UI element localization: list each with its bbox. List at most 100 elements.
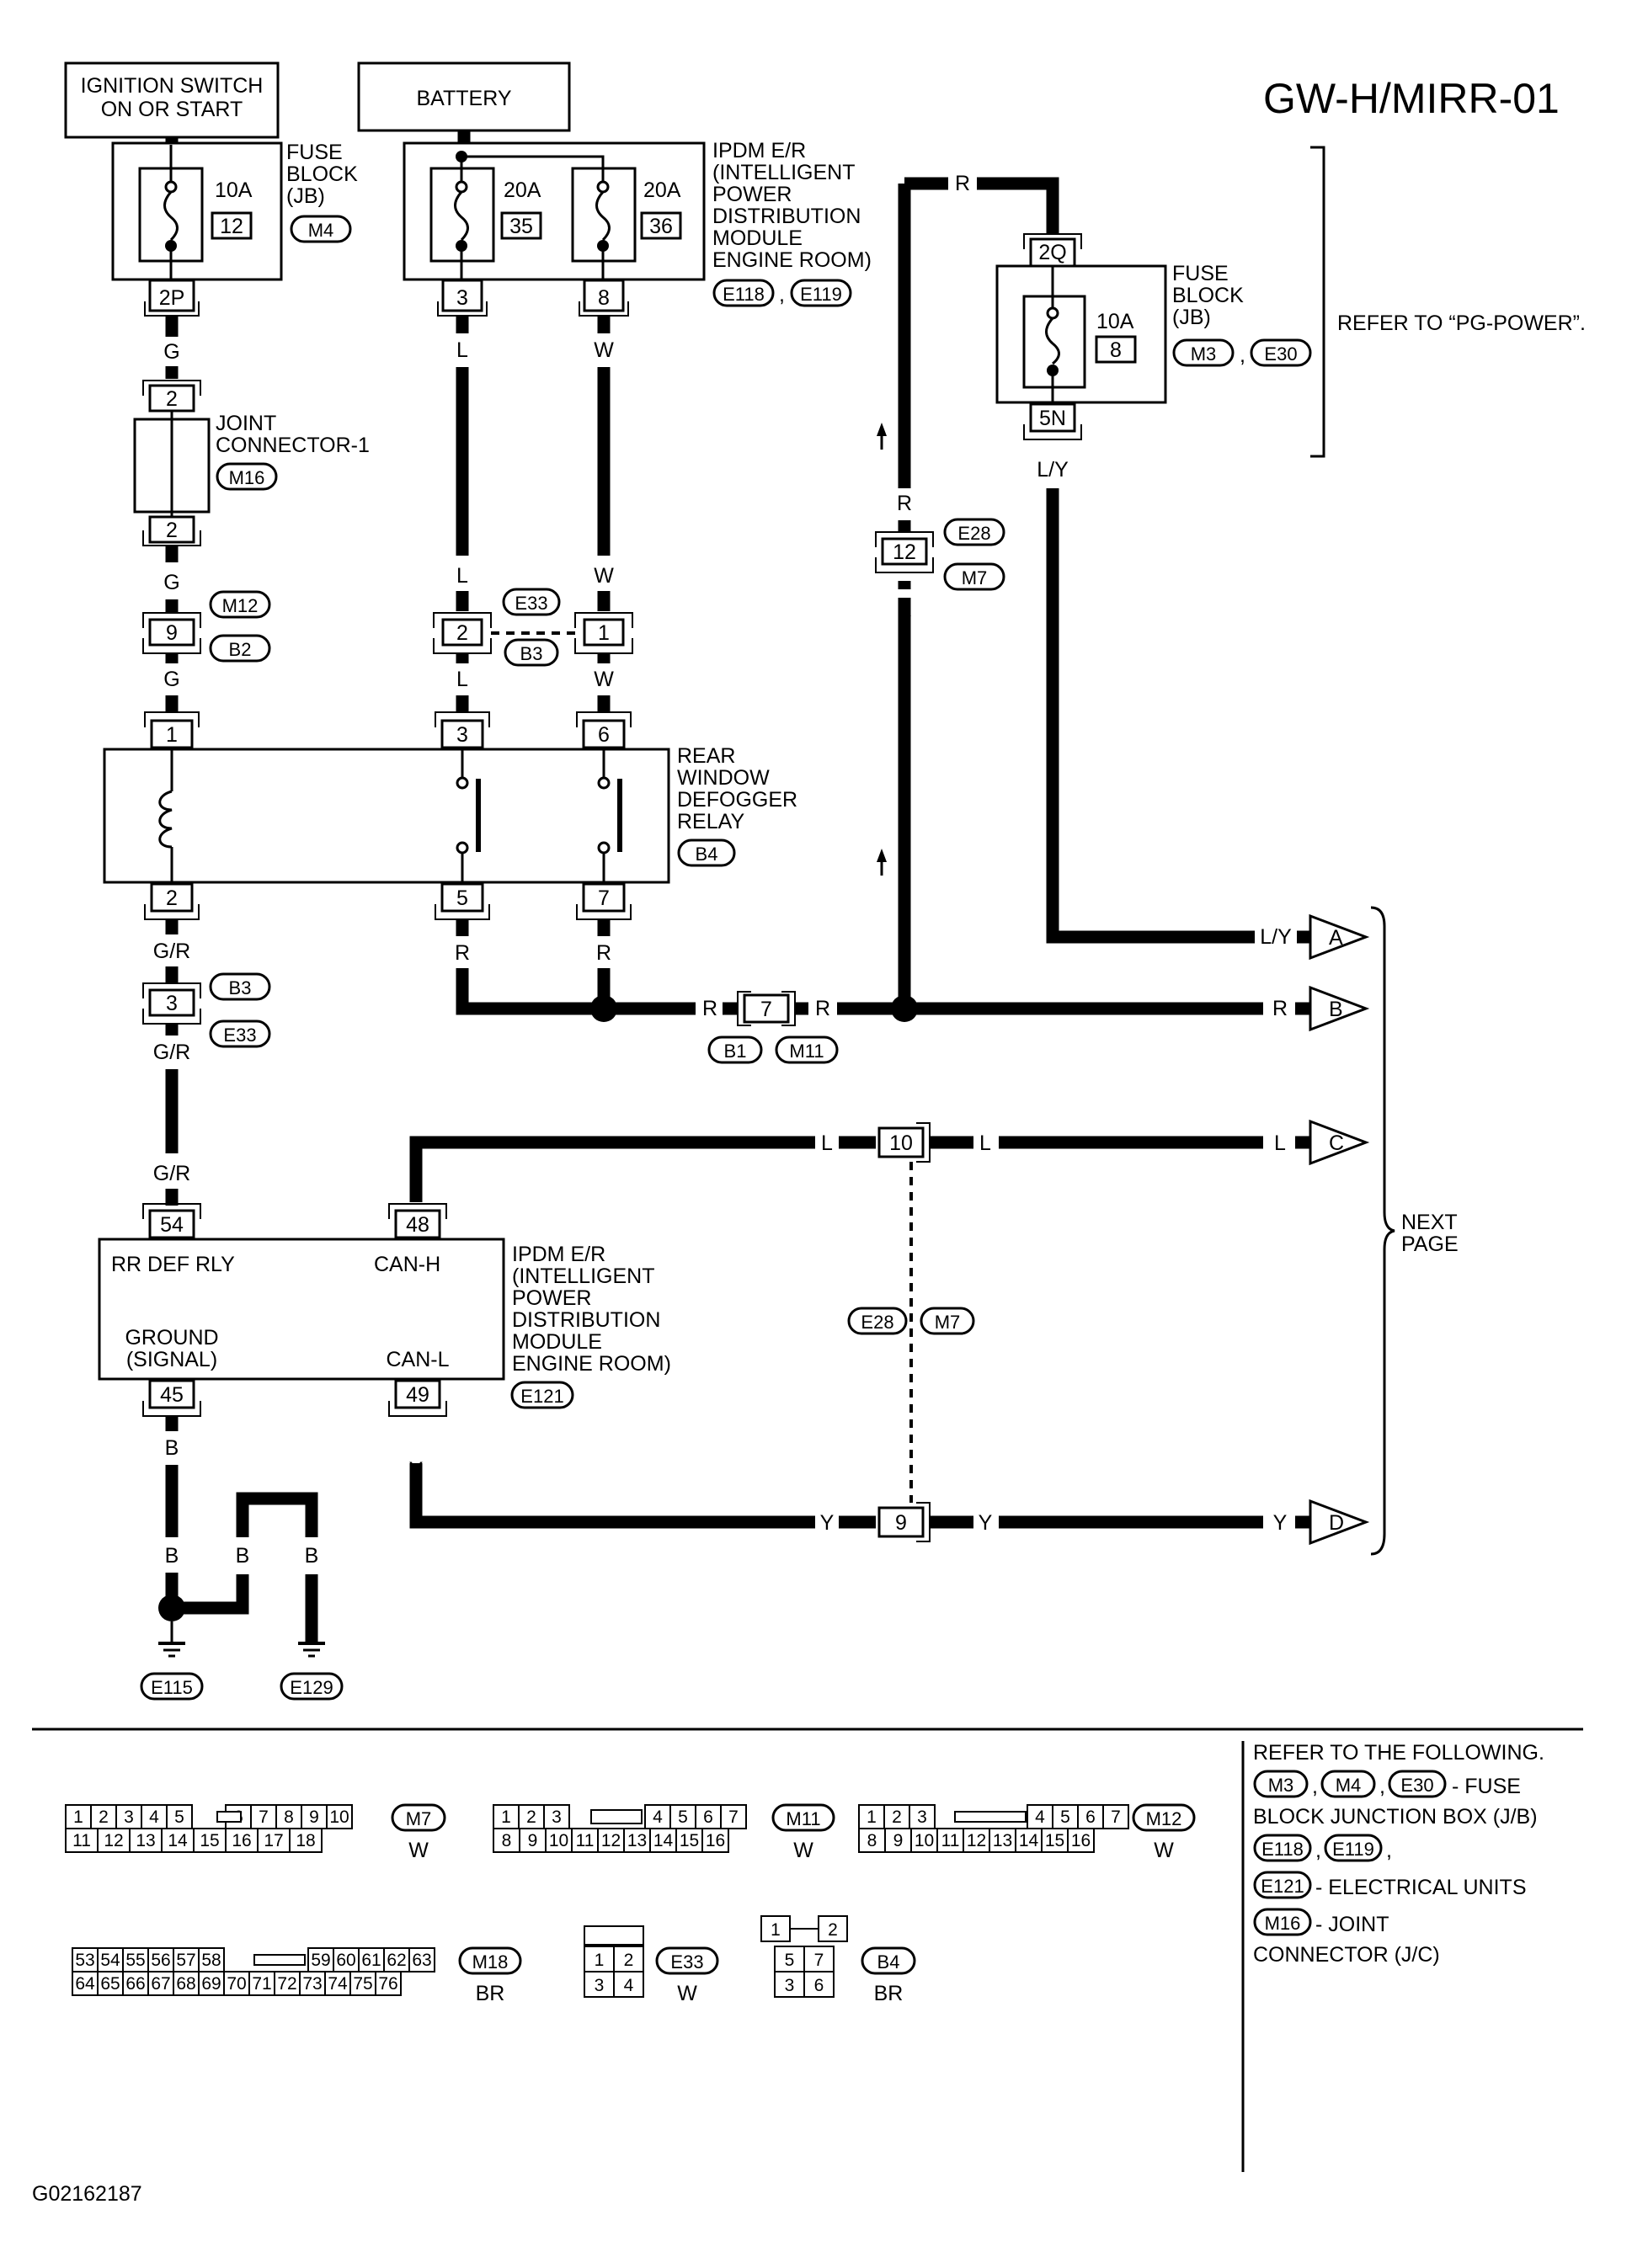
svg-text:B: B — [1329, 998, 1343, 1021]
wire-color-y: Y — [820, 1511, 835, 1535]
m18-tag-label: M18 — [472, 1951, 509, 1973]
m12-pin-12 — [963, 1828, 990, 1853]
svg-text:CONNECTOR-1: CONNECTOR-1 — [216, 434, 370, 457]
wire-color-r: R — [702, 997, 717, 1020]
svg-text:M11: M11 — [789, 1041, 824, 1062]
svg-text:FUSE: FUSE — [286, 141, 343, 164]
m11-pin-5 — [669, 1804, 696, 1829]
m7-pin-label: 9 — [309, 1807, 319, 1827]
rear-window-defogger-relay: 1 3 6 2 5 7 REAR WINDOW DEFOGG — [103, 711, 797, 920]
m18-pin-label: 73 — [302, 1974, 322, 1994]
m18-color: BR — [476, 1982, 505, 2005]
m18-pin-label: 71 — [252, 1974, 271, 1994]
svg-text:E28: E28 — [861, 1312, 893, 1333]
svg-text:E30: E30 — [1400, 1775, 1433, 1796]
wire-color-g: G — [163, 340, 179, 364]
connector-e33-b3: 2 1 E33 B3 — [433, 588, 633, 667]
m11-color: W — [793, 1839, 813, 1862]
m7-pin-18 — [289, 1828, 323, 1853]
connector-b3-e33: 3 B3 E33 — [142, 972, 271, 1048]
svg-text:M7: M7 — [935, 1312, 961, 1333]
wire-color-w: W — [594, 564, 614, 588]
m12-tag-label: M12 — [1146, 1808, 1182, 1829]
output-arrow-a: A — [1309, 913, 1370, 961]
svg-text:POWER: POWER — [712, 183, 792, 206]
m7-pin-5 — [166, 1804, 193, 1829]
m12-pin-label: 12 — [967, 1831, 986, 1850]
e33-pin-label: 1 — [595, 1951, 605, 1970]
svg-text:(JB): (JB) — [286, 184, 325, 208]
wire-color-ly: L/Y — [1037, 458, 1069, 482]
m12-pin-label: 2 — [892, 1807, 902, 1827]
svg-text:E28: E28 — [957, 523, 990, 544]
m18-pin-label: 67 — [151, 1974, 170, 1994]
svg-text:- ELECTRICAL UNITS: - ELECTRICAL UNITS — [1315, 1876, 1527, 1899]
svg-text:,: , — [1312, 1775, 1318, 1798]
svg-text:20A: 20A — [504, 178, 541, 202]
m7-pin-label: 16 — [232, 1831, 251, 1850]
connector-e28-m7-r: 12 E28 M7 — [875, 518, 1005, 591]
refer-power-note: REFER TO “PG-POWER”. — [1337, 311, 1586, 335]
svg-text:7: 7 — [760, 998, 772, 1021]
wire-color-b: B — [165, 1436, 179, 1460]
m11-pin-label: 12 — [601, 1831, 621, 1850]
svg-text:M4: M4 — [308, 220, 334, 241]
page-code: GW-H/MIRR-01 — [1263, 75, 1560, 122]
m11-pin-label: 14 — [653, 1831, 674, 1850]
m18-pin-label: 62 — [387, 1951, 406, 1970]
m7-pin-16 — [225, 1828, 259, 1853]
svg-text:M4: M4 — [1336, 1775, 1362, 1796]
m11-pin-label: 1 — [501, 1807, 511, 1827]
svg-text:E119: E119 — [800, 284, 842, 305]
svg-text:1: 1 — [166, 723, 178, 747]
svg-text:54: 54 — [160, 1213, 184, 1237]
m7-color: W — [408, 1839, 429, 1862]
svg-text:WINDOW: WINDOW — [677, 766, 770, 790]
m7-pin-15 — [193, 1828, 227, 1853]
svg-text:- JOINT: - JOINT — [1315, 1913, 1389, 1936]
svg-text:E118: E118 — [723, 284, 765, 305]
e33-pin-2 — [613, 1946, 644, 1973]
wire-color-l: L — [1274, 1131, 1286, 1155]
svg-text:RELAY: RELAY — [677, 810, 744, 833]
svg-text:M16: M16 — [1265, 1913, 1301, 1934]
svg-text:E115: E115 — [151, 1677, 193, 1698]
svg-text:E121: E121 — [520, 1386, 563, 1407]
m11-pin-label: 3 — [552, 1807, 562, 1827]
m7-pin-label: 13 — [136, 1831, 155, 1850]
svg-text:IGNITION SWITCH: IGNITION SWITCH — [81, 74, 264, 98]
svg-text:CONNECTOR (J/C): CONNECTOR (J/C) — [1253, 1943, 1440, 1967]
svg-text:A: A — [1329, 926, 1343, 950]
m12-pin-9 — [884, 1828, 912, 1853]
m7-pin-label: 8 — [284, 1807, 294, 1827]
svg-text:9: 9 — [166, 621, 178, 645]
m18-pin-54 — [97, 1947, 124, 1973]
svg-text:20A: 20A — [643, 178, 681, 202]
m12-pin-label: 3 — [917, 1807, 927, 1827]
connector-e28-m7-can-l: 9 — [877, 1502, 931, 1542]
svg-text:BLOCK: BLOCK — [1172, 284, 1244, 307]
svg-text:B2: B2 — [229, 639, 252, 660]
svg-text:35: 35 — [509, 215, 533, 238]
e33-tag-label: E33 — [670, 1951, 703, 1973]
m11-pin-label: 7 — [728, 1807, 739, 1827]
m12-pin-label: 10 — [915, 1831, 934, 1850]
svg-text:REAR: REAR — [677, 744, 735, 768]
svg-text:DISTRIBUTION: DISTRIBUTION — [512, 1308, 660, 1332]
svg-text:IPDM E/R: IPDM E/R — [512, 1243, 605, 1266]
svg-text:E118: E118 — [1261, 1839, 1304, 1860]
svg-text:POWER: POWER — [512, 1286, 591, 1310]
m18-pin-75 — [349, 1971, 376, 1996]
svg-text:2: 2 — [166, 886, 178, 910]
m7-pin-14 — [161, 1828, 195, 1853]
wire-color-y: Y — [979, 1511, 993, 1535]
svg-text:E33: E33 — [515, 593, 547, 614]
m11-pin-10 — [545, 1828, 573, 1853]
ground-symbol-e129: E129 — [280, 1642, 344, 1701]
m11-pin-label: 8 — [502, 1831, 512, 1850]
m18-pin-63 — [408, 1947, 435, 1973]
svg-text:M16: M16 — [229, 467, 265, 488]
m18-pin-label: 65 — [100, 1974, 120, 1994]
m12-tag — [1132, 1803, 1196, 1832]
